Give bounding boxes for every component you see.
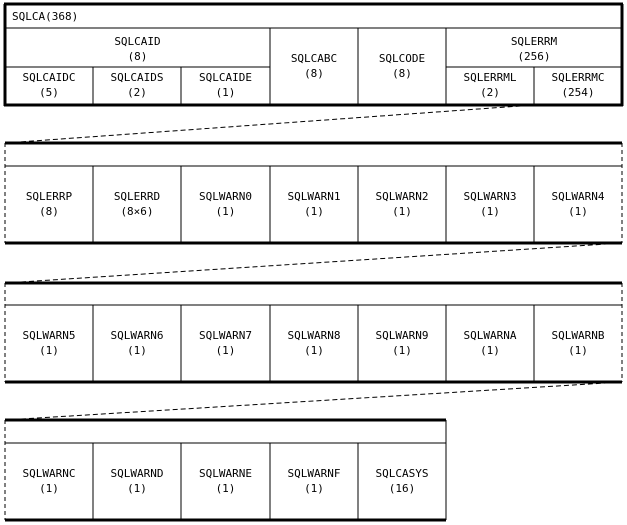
- field-size: (1): [215, 205, 236, 218]
- field-name: SQLWARND: [110, 467, 164, 480]
- field-name: SQLWARN2: [375, 190, 429, 203]
- field-size: (254): [561, 86, 595, 99]
- field-name: SQLWARN3: [463, 190, 517, 203]
- field-name: SQLERRP: [25, 190, 73, 203]
- field-size: (2): [127, 86, 147, 99]
- field-size: (256): [517, 50, 551, 63]
- field-sqlcaidc: SQLCAIDC (5): [5, 70, 93, 100]
- field-size: (1): [215, 344, 236, 357]
- field-size: (8): [39, 205, 59, 218]
- field-sqlcaide: SQLCAIDE (1): [181, 70, 270, 100]
- field-name: SQLERRM: [510, 35, 558, 48]
- field-sqlwarn0: SQLWARN0 (1): [181, 189, 270, 219]
- field-sqlwarna: SQLWARNA (1): [446, 328, 534, 358]
- field-size: (1): [392, 344, 412, 357]
- field-name: SQLCASYS: [375, 467, 429, 480]
- field-name: SQLCAID: [114, 35, 161, 48]
- field-sqlwarn3: SQLWARN3 (1): [446, 189, 534, 219]
- field-name: SQLWARN9: [375, 329, 429, 342]
- field-size: (8): [127, 50, 148, 63]
- field-sqlwarnc: SQLWARNC (1): [5, 466, 93, 496]
- field-sqlerrp: SQLERRP (8): [5, 189, 93, 219]
- sqlca-header-block: [3, 2, 624, 107]
- field-sqlwarn8: SQLWARN8 (1): [270, 328, 358, 358]
- field-name: SQLCODE: [378, 52, 426, 65]
- field-size: (1): [304, 482, 324, 495]
- field-sqlwarne: SQLWARNE (1): [181, 466, 270, 496]
- field-size: (1): [39, 482, 59, 495]
- field-sqlerrm: SQLERRM (256): [446, 34, 622, 64]
- field-sqlcaid: SQLCAID (8): [5, 34, 270, 64]
- field-sqlcaids: SQLCAIDS (2): [93, 70, 181, 100]
- field-size: (2): [480, 86, 500, 99]
- field-name: SQLWARNE: [199, 467, 252, 480]
- field-size: (1): [127, 482, 147, 495]
- field-sqlwarn5: SQLWARN5 (1): [5, 328, 93, 358]
- field-size: (1): [480, 344, 500, 357]
- field-size: (8): [392, 67, 412, 80]
- field-size: (8): [304, 67, 324, 80]
- field-name: SQLCAIDE: [199, 71, 252, 84]
- field-name: SQLWARN7: [199, 329, 252, 342]
- field-size: (1): [304, 344, 324, 357]
- field-size: (1): [392, 205, 412, 218]
- field-sqlwarnf: SQLWARNF (1): [270, 466, 358, 496]
- field-sqlwarn6: SQLWARN6 (1): [93, 328, 181, 358]
- field-name: SQLWARN6: [110, 329, 164, 342]
- field-sqlcode: SQLCODE (8): [358, 51, 446, 81]
- row-block-3: [4, 418, 447, 522]
- field-name: SQLWARN0: [199, 190, 252, 203]
- field-size: (1): [215, 86, 236, 99]
- field-sqlerrmc: SQLERRMC (254): [534, 70, 622, 100]
- field-name: SQLWARNC: [22, 467, 76, 480]
- field-size: (1): [568, 205, 588, 218]
- field-size: (1): [480, 205, 500, 218]
- field-name: SQLWARN8: [287, 329, 341, 342]
- field-size: (5): [39, 86, 59, 99]
- field-name: SQLCAIDC: [22, 71, 76, 84]
- field-sqlwarn9: SQLWARN9 (1): [358, 328, 446, 358]
- continuation-connectors: [4, 104, 623, 421]
- field-name: SQLWARNB: [551, 329, 605, 342]
- field-name: SQLWARNF: [287, 467, 341, 480]
- field-size: (1): [568, 344, 588, 357]
- field-name: SQLWARN5: [22, 329, 76, 342]
- sqlca-title: SQLCA(368): [12, 10, 79, 23]
- field-sqlerrml: SQLERRML (2): [446, 70, 534, 100]
- field-sqlwarn2: SQLWARN2 (1): [358, 189, 446, 219]
- field-sqlwarn1: SQLWARN1 (1): [270, 189, 358, 219]
- field-sqlerrd: SQLERRD (8×6): [93, 189, 181, 219]
- field-name: SQLWARNA: [463, 329, 517, 342]
- row-block-2: [4, 281, 623, 384]
- field-name: SQLERRMC: [551, 71, 605, 84]
- field-name: SQLERRD: [113, 190, 161, 203]
- field-sqlwarn4: SQLWARN4 (1): [534, 189, 622, 219]
- field-size: (8×6): [120, 205, 154, 218]
- field-sqlcasys: SQLCASYS (16): [358, 466, 446, 496]
- field-size: (1): [304, 205, 324, 218]
- field-size: (1): [39, 344, 59, 357]
- row-block-1: [4, 141, 623, 245]
- field-name: SQLERRML: [463, 71, 517, 84]
- field-name: SQLWARN1: [287, 190, 341, 203]
- field-sqlwarnd: SQLWARND (1): [93, 466, 181, 496]
- field-name: SQLCABC: [290, 52, 338, 65]
- field-size: (1): [215, 482, 236, 495]
- field-size: (16): [388, 482, 416, 495]
- field-name: SQLCAIDS: [110, 71, 164, 84]
- field-name: SQLWARN4: [551, 190, 605, 203]
- field-sqlcabc: SQLCABC (8): [270, 51, 358, 81]
- field-sqlwarn7: SQLWARN7 (1): [181, 328, 270, 358]
- field-sqlwarnb: SQLWARNB (1): [534, 328, 622, 358]
- field-size: (1): [127, 344, 147, 357]
